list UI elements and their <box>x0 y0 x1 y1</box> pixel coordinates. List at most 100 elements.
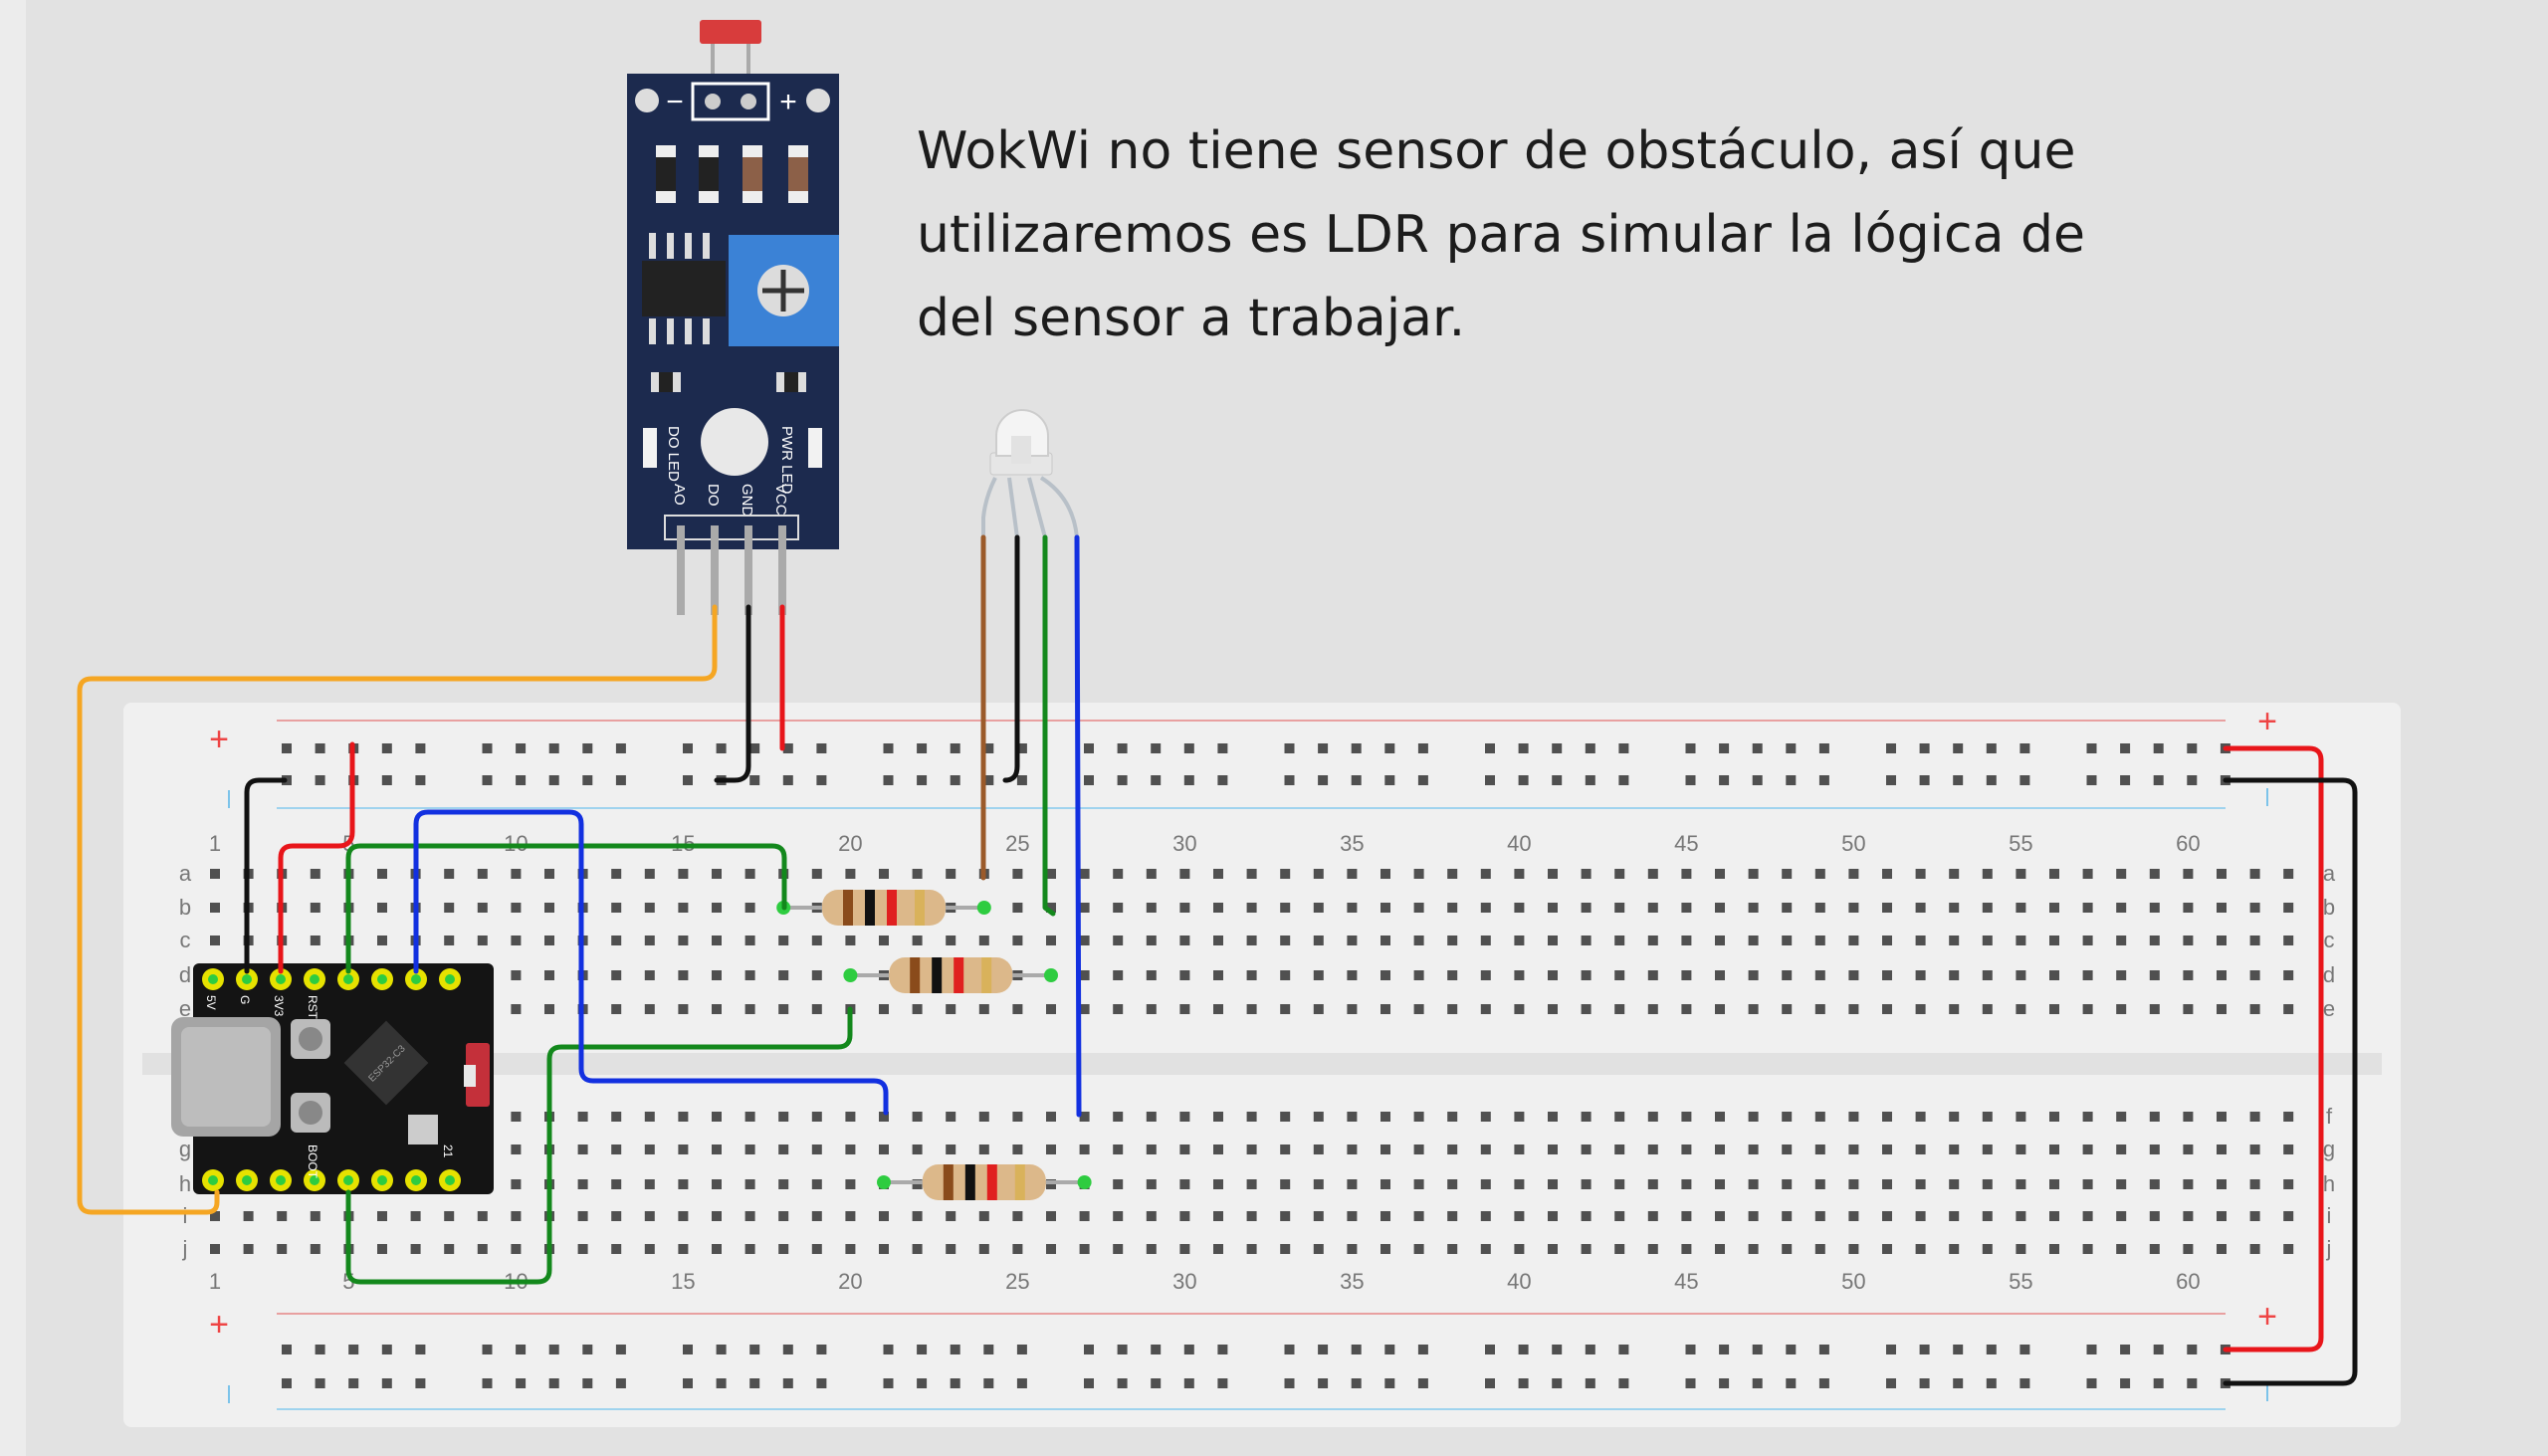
grid-hole[interactable] <box>611 1004 622 1014</box>
rail-hole[interactable] <box>683 775 693 785</box>
grid-hole[interactable] <box>2217 1004 2227 1014</box>
grid-hole[interactable] <box>712 1244 722 1254</box>
grid-hole[interactable] <box>1280 1112 1291 1122</box>
grid-hole[interactable] <box>1614 1244 1625 1254</box>
grid-hole[interactable] <box>1647 1211 1658 1221</box>
grid-hole[interactable] <box>2049 936 2059 945</box>
rail-hole[interactable] <box>950 775 960 785</box>
rail-hole[interactable] <box>1719 775 1730 785</box>
grid-hole[interactable] <box>1681 1144 1692 1154</box>
rail-hole[interactable] <box>1217 1378 1228 1388</box>
grid-hole[interactable] <box>1514 1244 1525 1254</box>
grid-hole[interactable] <box>410 1211 421 1221</box>
grid-hole[interactable] <box>1246 1244 1257 1254</box>
grid-hole[interactable] <box>845 1179 856 1189</box>
rail-hole[interactable] <box>1818 1345 1829 1354</box>
rail-hole[interactable] <box>548 1378 559 1388</box>
grid-hole[interactable] <box>644 936 655 945</box>
grid-hole[interactable] <box>778 970 789 980</box>
grid-hole[interactable] <box>1113 1244 1124 1254</box>
grid-hole[interactable] <box>1480 1004 1491 1014</box>
grid-hole[interactable] <box>611 1144 622 1154</box>
rail-hole[interactable] <box>883 775 894 785</box>
wire-rail-plus-jumper[interactable] <box>2223 745 2324 1352</box>
rail-hole[interactable] <box>516 1345 527 1354</box>
grid-hole[interactable] <box>2283 869 2294 879</box>
grid-hole[interactable] <box>1814 1211 1825 1221</box>
grid-hole[interactable] <box>2249 1004 2260 1014</box>
grid-hole[interactable] <box>1748 1244 1759 1254</box>
grid-hole[interactable] <box>1882 936 1892 945</box>
grid-hole[interactable] <box>845 1144 856 1154</box>
rail-hole[interactable] <box>1318 775 1329 785</box>
rail-hole[interactable] <box>1217 775 1228 785</box>
grid-hole[interactable] <box>1046 1004 1056 1014</box>
grid-hole[interactable] <box>1113 1211 1124 1221</box>
grid-hole[interactable] <box>744 1211 755 1221</box>
grid-hole[interactable] <box>1848 903 1859 913</box>
grid-hole[interactable] <box>444 903 455 913</box>
grid-hole[interactable] <box>2249 1112 2260 1122</box>
grid-hole[interactable] <box>2082 1144 2093 1154</box>
grid-hole[interactable] <box>310 936 320 945</box>
grid-hole[interactable] <box>1280 1244 1291 1254</box>
grid-hole[interactable] <box>1814 1112 1825 1122</box>
grid-hole[interactable] <box>1313 1144 1324 1154</box>
rail-hole[interactable] <box>615 775 626 785</box>
grid-hole[interactable] <box>978 1004 989 1014</box>
grid-hole[interactable] <box>912 1244 923 1254</box>
wire-esp-gnd[interactable] <box>244 777 288 974</box>
rail-hole[interactable] <box>1719 743 1730 753</box>
grid-hole[interactable] <box>210 1211 220 1221</box>
rail-hole[interactable] <box>2120 743 2131 753</box>
resistor[interactable] <box>776 890 991 926</box>
rail-hole[interactable] <box>2153 1345 2164 1354</box>
grid-hole[interactable] <box>644 1244 655 1254</box>
grid-hole[interactable] <box>210 903 220 913</box>
rail-hole[interactable] <box>782 743 793 753</box>
rail-hole[interactable] <box>1953 1345 1964 1354</box>
rail-hole[interactable] <box>1552 1345 1563 1354</box>
rail-hole[interactable] <box>950 1378 960 1388</box>
rail-hole[interactable] <box>381 1345 392 1354</box>
rail-hole[interactable] <box>1284 775 1295 785</box>
grid-hole[interactable] <box>2249 1179 2260 1189</box>
rail-hole[interactable] <box>348 1345 359 1354</box>
grid-hole[interactable] <box>1715 1144 1725 1154</box>
grid-hole[interactable] <box>2016 936 2026 945</box>
grid-hole[interactable] <box>811 1179 822 1189</box>
grid-hole[interactable] <box>1447 1004 1458 1014</box>
rail-hole[interactable] <box>482 775 493 785</box>
rail-hole[interactable] <box>1284 1345 1295 1354</box>
grid-hole[interactable] <box>1715 936 1725 945</box>
grid-hole[interactable] <box>1915 970 1926 980</box>
grid-hole[interactable] <box>1113 1004 1124 1014</box>
grid-hole[interactable] <box>2016 869 2026 879</box>
grid-hole[interactable] <box>1079 903 1090 913</box>
grid-hole[interactable] <box>1447 903 1458 913</box>
grid-hole[interactable] <box>811 869 822 879</box>
grid-hole[interactable] <box>1748 1004 1759 1014</box>
rail-hole[interactable] <box>816 743 827 753</box>
grid-hole[interactable] <box>778 936 789 945</box>
grid-hole[interactable] <box>1046 936 1056 945</box>
sensor-pin[interactable] <box>711 525 719 615</box>
grid-hole[interactable] <box>1480 1211 1491 1221</box>
grid-hole[interactable] <box>1514 1179 1525 1189</box>
grid-hole[interactable] <box>1079 1144 1090 1154</box>
grid-hole[interactable] <box>2116 1211 2127 1221</box>
grid-hole[interactable] <box>1949 1112 1960 1122</box>
grid-hole[interactable] <box>1413 869 1424 879</box>
grid-hole[interactable] <box>1949 1179 1960 1189</box>
grid-hole[interactable] <box>644 1112 655 1122</box>
grid-hole[interactable] <box>1480 1179 1491 1189</box>
rail-hole[interactable] <box>1151 775 1162 785</box>
rail-hole[interactable] <box>1585 1378 1595 1388</box>
grid-hole[interactable] <box>1046 1144 1056 1154</box>
rail-hole[interactable] <box>1552 743 1563 753</box>
grid-hole[interactable] <box>1915 903 1926 913</box>
rail-hole[interactable] <box>883 1378 894 1388</box>
grid-hole[interactable] <box>678 1211 689 1221</box>
grid-hole[interactable] <box>1179 1179 1190 1189</box>
grid-hole[interactable] <box>1548 1112 1558 1122</box>
